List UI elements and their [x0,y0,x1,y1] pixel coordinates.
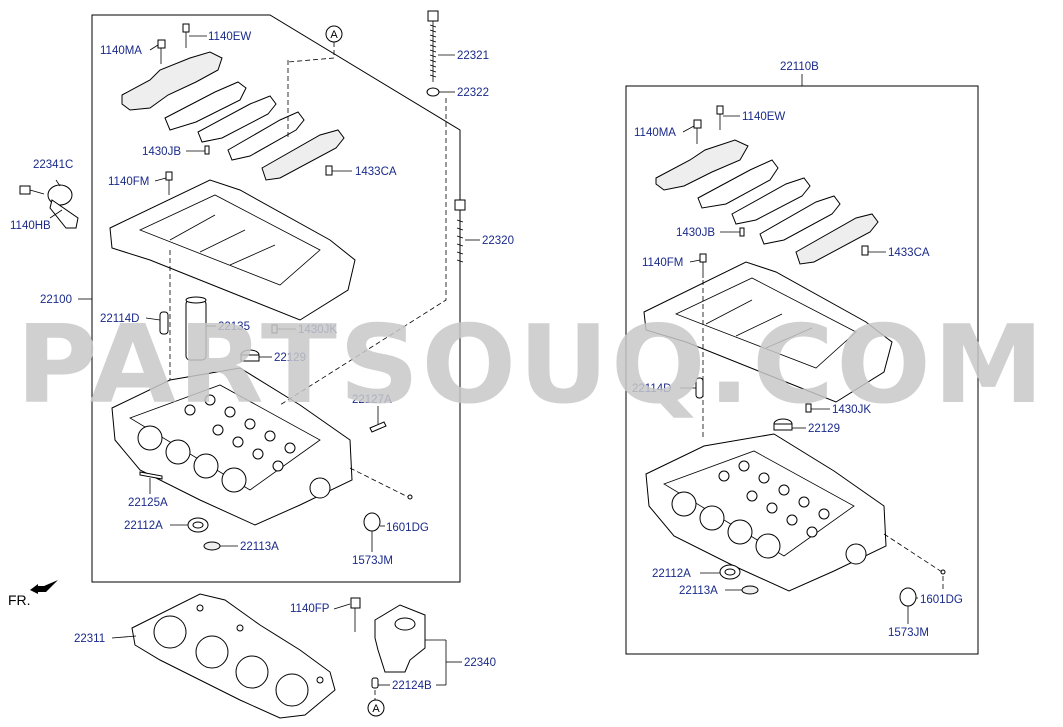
label-1601DG: 1601DG [386,522,429,534]
tube-22135 [185,296,207,361]
label-1433CA: 1433CA [355,166,397,178]
right-pin-1430JB [739,227,745,237]
label-1573JM: 1573JM [352,555,393,567]
label-22112A: 22112A [124,520,163,532]
label-22311: 22311 [74,633,105,645]
right-seal-22112A [719,564,741,580]
right-label-1140MA: 1140MA [634,127,676,139]
plug-1433CA [325,165,333,176]
right-cylinder-head [645,433,887,592]
bolt-1140EW [182,23,190,48]
right-label-22129: 22129 [808,423,840,435]
left-assembly: A 1140EW 1140MA 22321 22322 1430JB 22341… [10,10,514,583]
label-1140FP: 1140FP [290,603,330,615]
label-1140EW: 1140EW [208,31,251,43]
bolt-1140FM [165,171,173,195]
ref-marker-a-top-label: A [330,29,338,41]
label-22129: 22129 [274,352,306,364]
label-22100: 22100 [40,294,72,306]
label-22125A: 22125A [128,497,168,509]
dowel-22114D [159,311,169,335]
right-label-1430JK: 1430JK [832,404,871,416]
right-seal-22113A [741,585,759,595]
seal-22112A [187,517,209,533]
cam-cap-set [121,51,345,181]
bolt-1140HB [19,185,45,195]
seal-22113A [203,541,221,551]
label-1430JB: 1430JB [142,146,181,158]
right-plug-22129 [773,418,793,431]
right-plug-1433CA [861,245,869,256]
label-1430JK: 1430JK [298,324,337,336]
right-assembly-title: 22110B [780,61,819,73]
pin-22124B [371,677,379,689]
right-pin-1430JK [805,403,812,413]
right-bolt-1140EW [716,105,724,130]
bolt-22320 [454,199,466,272]
right-bolt-1140MA [693,119,702,144]
right-cam-carrier [643,261,893,403]
right-label-22114D: 22114D [632,383,671,395]
label-22124B: 22124B [392,680,432,692]
right-assembly: 22110B [625,61,979,655]
cylinder-head [111,367,353,526]
bracket-22340 [374,604,426,673]
right-bolt-1140FM [699,253,707,278]
washer-22322 [426,87,440,97]
label-22340: 22340 [464,657,496,669]
front-indicator: FR. [8,580,58,608]
front-label: FR. [8,592,31,608]
right-label-1601DG: 1601DG [920,594,963,606]
bolt-1140MA [157,39,166,64]
bracket-22341C [47,184,79,229]
right-label-1430JB: 1430JB [676,227,715,239]
label-1140MA: 1140MA [100,45,142,57]
ref-marker-a-bottom-label: A [372,703,380,715]
cap-1573JM [363,512,381,532]
right-label-1573JM: 1573JM [888,627,929,639]
right-cap-1573JM [899,587,917,607]
right-pin-1601DG [940,569,946,575]
cam-carrier [109,179,356,321]
lower-parts: 22311 1140FP 22340 22124B A [74,593,496,719]
label-22113A: 22113A [240,541,279,553]
head-gasket-22311 [131,593,336,719]
front-arrow-icon [30,580,58,594]
right-label-1140EW: 1140EW [742,111,785,123]
label-22341C: 22341C [33,159,73,171]
ref-marker-a-bottom [367,699,385,717]
label-1140FM: 1140FM [108,176,149,188]
bolt-22321 [427,10,439,82]
label-1140HB: 1140HB [10,220,51,232]
pin-1601DG [407,494,413,500]
right-label-1140FM: 1140FM [642,257,683,269]
plug-22129 [240,349,260,362]
bolt-1140FP [350,597,361,632]
right-label-22113A: 22113A [679,585,718,597]
label-22320: 22320 [482,235,514,247]
right-cam-cap-set [655,139,879,265]
pin-1430JB [204,145,210,155]
right-label-22112A: 22112A [652,568,691,580]
pin-22125A [139,471,163,480]
right-label-1433CA: 1433CA [888,247,930,259]
label-22135: 22135 [218,321,250,333]
label-22321: 22321 [457,50,489,62]
left-assembly-frame [91,14,461,583]
pin-22127A [369,421,387,433]
label-22114D: 22114D [100,313,139,325]
watermark: PARTSOUQ.COM [16,303,1046,428]
label-22322: 22322 [457,87,489,99]
label-22127A: 22127A [352,394,392,406]
